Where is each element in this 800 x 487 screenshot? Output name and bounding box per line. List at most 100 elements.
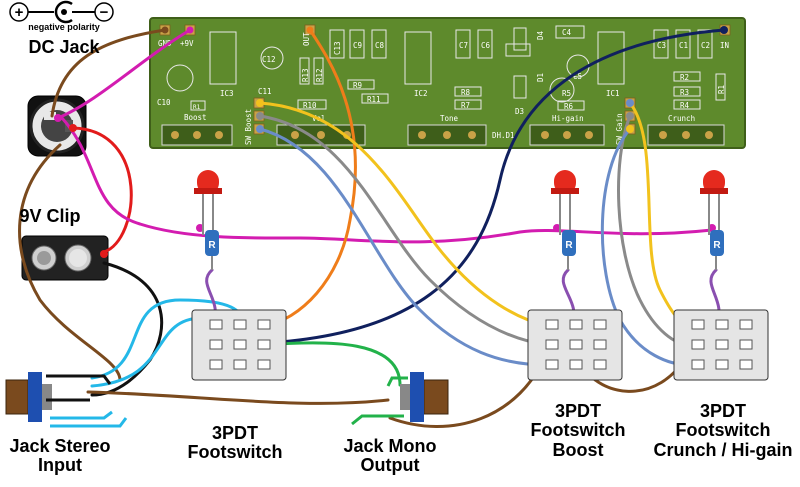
label-r7: R7 <box>461 101 470 110</box>
led-resistor-crunch <box>710 230 724 256</box>
pcb-board: GND +9V OUT IN SW Boost SW Gain Boost Vo… <box>149 17 746 149</box>
jack-output-label-line1: Jack Mono <box>343 436 437 456</box>
label-d3: D3 <box>515 107 524 116</box>
pcb-in-label: IN <box>720 41 729 50</box>
led-resistor-main-label: R <box>208 240 216 251</box>
label-ic1: IC1 <box>606 89 620 98</box>
footswitch-crunch-lug <box>691 319 705 330</box>
label-c10: C10 <box>157 98 171 107</box>
footswitch-crunch-lug <box>715 319 729 330</box>
footswitch-crunch-label-line2: Footswitch <box>675 420 771 441</box>
footswitch-crunch-lug <box>715 339 729 350</box>
battery-clip-label: 9V Clip <box>19 206 81 226</box>
footswitch-boost-lug <box>593 319 607 330</box>
pcb-sw-boost-label: SW Boost <box>244 109 253 145</box>
footswitch-main-lug <box>257 339 271 350</box>
label-r8: R8 <box>461 88 471 97</box>
jack-mono-output <box>351 372 449 426</box>
led-resistor-boost-label: R <box>565 240 573 251</box>
jack-output-label-line2: Output <box>360 455 420 476</box>
led-resistor-crunch-label: R <box>713 240 721 251</box>
footswitch-crunch-label-line3: Crunch / Hi-gain <box>653 439 793 460</box>
led-boost: R <box>551 170 579 270</box>
footswitch-boost-label-line3: Boost <box>552 439 604 460</box>
pcb-higain-label: Hi-gain <box>552 114 584 123</box>
footswitch-main-lug <box>233 339 247 350</box>
footswitch-main-lug <box>233 319 247 330</box>
label-c12: C12 <box>262 55 276 64</box>
wire-ground-out <box>86 390 390 405</box>
label-r1b: R1 <box>193 104 201 111</box>
label-r10: R10 <box>303 101 317 110</box>
footswitch-crunch-lug <box>739 339 753 350</box>
footswitch-main-lug <box>257 319 271 330</box>
label-c7: C7 <box>459 41 468 50</box>
footswitch-main-lug <box>209 339 223 350</box>
footswitch-boost-lug <box>569 319 583 330</box>
footswitch-main-label: 3PDT Footswitch <box>180 423 290 463</box>
led-resistor-boost <box>562 230 576 256</box>
ic2 <box>404 31 432 85</box>
footswitch-lugs <box>209 319 753 370</box>
footswitch-crunch-lug <box>739 319 753 330</box>
label-c8: C8 <box>375 41 385 50</box>
label-c5: C5 <box>573 72 582 81</box>
label-r12: R12 <box>315 68 324 82</box>
wire-output-green <box>262 341 402 387</box>
wire-sw-gain-grey <box>617 114 692 347</box>
pcb-tone-label: Tone <box>440 114 459 123</box>
footswitch-boost-lug <box>569 359 583 370</box>
jack-input-label-line1: Jack Stereo <box>9 436 111 456</box>
wire-ground-main <box>18 143 122 382</box>
pcb-out-label: OUT <box>302 32 311 46</box>
label-d4: D4 <box>536 30 545 40</box>
footswitch-crunch-label: 3PDT Footswitch Crunch / Hi-gain <box>648 401 798 460</box>
led-resistor-main <box>205 230 219 256</box>
pcb-crunch-label: Crunch <box>668 114 695 123</box>
footswitch-boost-lug <box>545 339 559 350</box>
label-c4: C4 <box>562 28 572 37</box>
wire-ground-brown <box>50 28 167 118</box>
wire-out-orange <box>262 28 357 328</box>
footswitch-boost-label-line1: 3PDT <box>554 401 601 421</box>
wire-in-navy <box>240 28 726 346</box>
footswitch-crunch-lug <box>739 359 753 370</box>
jack-input-label: Jack Stereo Input <box>0 436 120 476</box>
pcb-component-labels: C10 R1 IC3 C11 C12 R13 R12 C13 C9 C8 R9 … <box>157 28 726 116</box>
footswitch-boost-label-line2: Footswitch <box>530 420 626 441</box>
label-r2: R2 <box>680 73 689 82</box>
footswitch-boost-lug <box>545 319 559 330</box>
polarity-symbol: + − <box>9 0 114 24</box>
footswitch-main-label-line2: Footswitch <box>187 442 283 463</box>
led-crunch: R <box>700 170 728 270</box>
label-r4: R4 <box>680 101 690 110</box>
wire-sw-boost-blue <box>258 127 550 367</box>
label-c3: C3 <box>657 41 666 50</box>
label-ic2: IC2 <box>414 89 428 98</box>
label-r13: R13 <box>301 68 310 82</box>
pcb-credit-label: DH.D1 <box>492 131 515 140</box>
pcb-sw-gain-label: SW Gain <box>615 113 624 145</box>
wire-sw-boost-grey <box>258 114 550 347</box>
label-r11: R11 <box>367 95 381 104</box>
footswitch-main-label-line1: 3PDT <box>211 423 258 443</box>
ic1 <box>597 31 625 85</box>
label-r3: R3 <box>680 88 689 97</box>
footswitch-main-lug <box>257 359 271 370</box>
footswitch-boost-lug <box>569 339 583 350</box>
label-r6: R6 <box>564 102 574 111</box>
footswitch-main-lug <box>209 359 223 370</box>
label-c6: C6 <box>481 41 491 50</box>
pcb-gnd-label: GND <box>158 39 172 48</box>
label-c9: C9 <box>353 41 362 50</box>
footswitch-boost-lug <box>593 359 607 370</box>
pcb-9v-label: +9V <box>180 39 194 48</box>
jack-stereo-input <box>5 372 128 428</box>
led-main: R <box>194 170 222 270</box>
wire-junction-dots <box>54 26 728 258</box>
dc-jack-label: DC Jack <box>28 37 100 57</box>
wire-power-red <box>71 126 133 254</box>
label-r5: R5 <box>562 89 571 98</box>
wire-9v-magenta <box>56 28 192 120</box>
